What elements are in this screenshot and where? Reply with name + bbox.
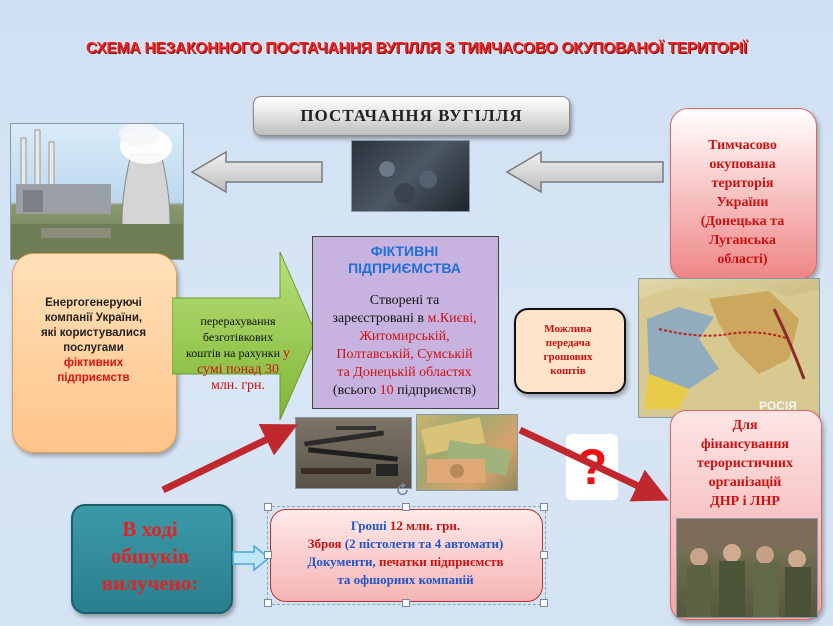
diagram-title: СХЕМА НЕЗАКОННОГО ПОСТАЧАННЯ ВУГІЛЛЯ З Т… bbox=[85, 40, 747, 57]
money-transfer-text: Можлива передача грошових коштів bbox=[543, 323, 593, 377]
fictitious-enterprises-title: ФІКТИВНІ ПІДПРИЄМСТВА bbox=[348, 243, 461, 276]
cash-photo bbox=[416, 414, 518, 491]
arrow-up-right-icon bbox=[161, 423, 298, 494]
question-mark-icon: ? bbox=[566, 434, 618, 500]
coal-supply-label: ПОСТАЧАННЯ ВУГІЛЛЯ bbox=[253, 96, 570, 136]
map-russia-label: РОСІЯ bbox=[759, 399, 797, 413]
green-arrow-icon bbox=[172, 251, 318, 421]
arrow-left-icon bbox=[505, 150, 664, 194]
energy-companies-text: Енергогенеруючі компанії України, які ко… bbox=[40, 297, 147, 384]
donbas-map: РОСІЯ bbox=[638, 278, 820, 418]
searches-text: В ході обшуків вилучено: bbox=[101, 517, 199, 595]
resize-handle[interactable] bbox=[540, 503, 548, 511]
rotate-handle-icon[interactable] bbox=[395, 482, 411, 498]
occupied-territory-box bbox=[670, 108, 817, 280]
occupied-territory-text: Тимчасово окупована територія України (Д… bbox=[700, 138, 785, 267]
resize-handle[interactable] bbox=[402, 599, 410, 607]
money-transfer-box bbox=[514, 308, 626, 394]
resize-handle[interactable] bbox=[402, 503, 410, 511]
fictitious-enterprises-text: Створені та зареєстровані в м.Києві, Жит… bbox=[332, 293, 477, 398]
resize-handle[interactable] bbox=[264, 503, 272, 511]
coal-photo bbox=[351, 140, 470, 212]
arrow-right-icon bbox=[232, 545, 270, 571]
terror-financing-text: Для фінансування терористичних організац… bbox=[697, 418, 793, 509]
resize-handle[interactable] bbox=[264, 551, 272, 559]
power-plant-photo bbox=[10, 123, 184, 260]
fictitious-enterprises-box bbox=[312, 236, 499, 409]
transfer-text: перерахування безготівкових коштів на ра… bbox=[186, 314, 290, 393]
resize-handle[interactable] bbox=[540, 599, 548, 607]
weapons-photo bbox=[295, 417, 412, 489]
resize-handle[interactable] bbox=[264, 599, 272, 607]
resize-handle[interactable] bbox=[540, 551, 548, 559]
searches-box bbox=[71, 504, 233, 614]
seized-items-text: Гроші 12 млн. грн. Зброя (2 пістолети та… bbox=[307, 518, 504, 587]
energy-companies-box bbox=[12, 253, 177, 453]
militants-photo bbox=[676, 518, 818, 618]
arrow-left-icon bbox=[190, 150, 323, 194]
